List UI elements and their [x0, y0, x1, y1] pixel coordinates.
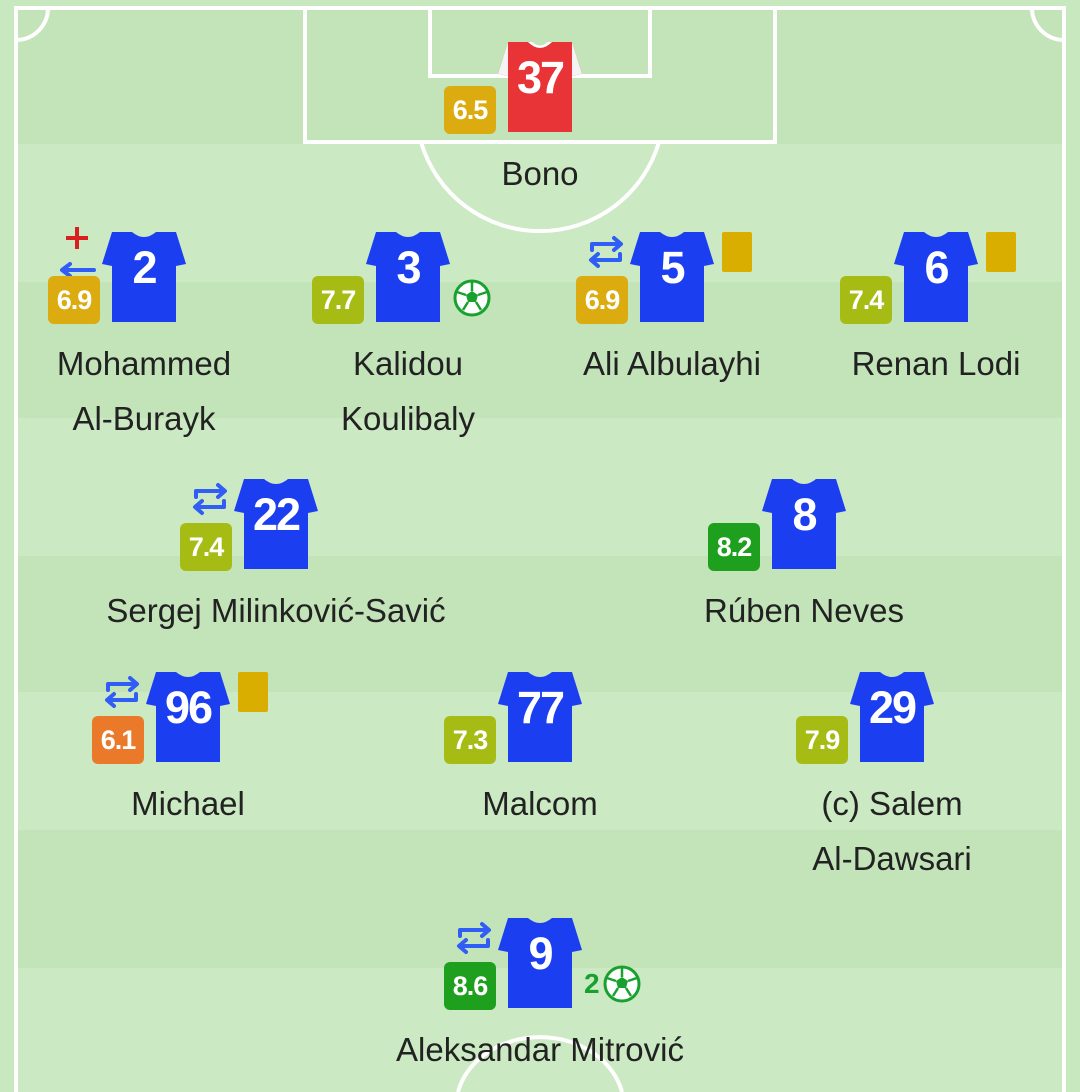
shirt-number: 37 — [516, 52, 565, 103]
player-name: Kalidou Koulibaly — [188, 336, 628, 446]
yellow-card-icon — [986, 232, 1016, 272]
goal-indicator: 2 — [584, 964, 642, 1004]
shirt-number: 8 — [792, 489, 817, 540]
player-name: Renan Lodi — [736, 336, 1080, 391]
player-rating: 7.4 — [840, 276, 892, 324]
injury-icon — [66, 227, 88, 249]
yellow-card-icon — [722, 232, 752, 272]
shirt-shape — [146, 672, 230, 762]
player-name-line: Michael — [131, 785, 245, 822]
player-name-line: Bono — [501, 155, 579, 192]
player-name-line: Sergej Milinković-Savić — [106, 592, 446, 629]
shirt-number: 9 — [528, 928, 553, 979]
substitution-icon — [60, 262, 96, 278]
player-name-line: Rúben Neves — [704, 592, 904, 629]
goal-count: 2 — [584, 968, 600, 999]
shirt-number: 96 — [164, 682, 213, 733]
jersey-icon: 2 — [98, 230, 190, 324]
shirt-shape — [850, 672, 934, 762]
player-name: Michael — [0, 776, 408, 831]
substitution-icon — [105, 676, 139, 708]
player-name-line: Aleksandar Mitrović — [396, 1031, 684, 1068]
player-rating: 6.9 — [576, 276, 628, 324]
jersey-icon: 5 — [626, 230, 718, 324]
jersey-icon: 22 — [230, 477, 322, 571]
shirt-shape — [762, 479, 846, 569]
player-name-line: Mohammed — [56, 345, 232, 382]
shirt-number: 3 — [396, 242, 421, 293]
player-name-line: Kalidou — [352, 345, 464, 382]
player-rating: 6.9 — [48, 276, 100, 324]
shirt-number: 6 — [924, 242, 949, 293]
shirt-number: 22 — [252, 489, 301, 540]
jersey-icon: 37 — [494, 40, 586, 134]
shirt-shape — [630, 232, 714, 322]
player-name: Rúben Neves — [584, 583, 1024, 638]
player-name-line: Al-Dawsari — [812, 840, 972, 877]
player-rating: 8.2 — [708, 523, 760, 571]
jersey-icon: 9 — [494, 916, 586, 1010]
substitution-icon — [193, 483, 227, 515]
player-name-line: (c) Salem — [821, 785, 963, 822]
shirt-number: 2 — [132, 242, 157, 293]
player-name: (c) Salem Al-Dawsari — [712, 776, 1072, 886]
player-name-line: Ali Albulayhi — [583, 345, 761, 382]
substitution-icon — [589, 236, 623, 268]
player-name-line: Koulibaly — [341, 400, 475, 437]
player-name-line: Renan Lodi — [851, 345, 1021, 382]
football-icon — [453, 279, 491, 317]
shirt-shape — [234, 479, 318, 569]
player-name-line: Malcom — [482, 785, 598, 822]
shirt-shape — [498, 672, 582, 762]
player-rating: 7.9 — [796, 716, 848, 764]
shirt-shape — [894, 232, 978, 322]
player-name-line: Al-Burayk — [72, 400, 216, 437]
player-name: Sergej Milinković-Savić — [56, 583, 496, 638]
player-name: Ali Albulayhi — [452, 336, 892, 391]
player-rating: 7.3 — [444, 716, 496, 764]
shirt-number: 5 — [660, 242, 685, 293]
jersey-icon: 77 — [494, 670, 586, 764]
shirt-number: 77 — [516, 682, 565, 733]
shirt-shape — [498, 918, 582, 1008]
player-rating: 6.5 — [444, 86, 496, 134]
shirt-number: 29 — [868, 682, 917, 733]
jersey-icon: 96 — [142, 670, 234, 764]
player-rating: 6.1 — [92, 716, 144, 764]
football-icon — [603, 965, 641, 1003]
jersey-icon: 8 — [758, 477, 850, 571]
jersey-icon: 6 — [890, 230, 982, 324]
yellow-card-icon — [238, 672, 268, 712]
jersey-icon: 3 — [362, 230, 454, 324]
goal-indicator — [452, 278, 492, 318]
shirt-shape — [498, 42, 582, 132]
player-rating: 7.7 — [312, 276, 364, 324]
jersey-icon: 29 — [846, 670, 938, 764]
substitution-icon — [457, 922, 491, 954]
player-name: Malcom — [320, 776, 760, 831]
player-rating: 8.6 — [444, 962, 496, 1010]
player-rating: 7.4 — [180, 523, 232, 571]
shirt-shape — [102, 232, 186, 322]
player-name: Bono — [320, 146, 760, 201]
player-name: Mohammed Al-Burayk — [0, 336, 364, 446]
player-name: Aleksandar Mitrović — [320, 1022, 760, 1077]
shirt-shape — [366, 232, 450, 322]
